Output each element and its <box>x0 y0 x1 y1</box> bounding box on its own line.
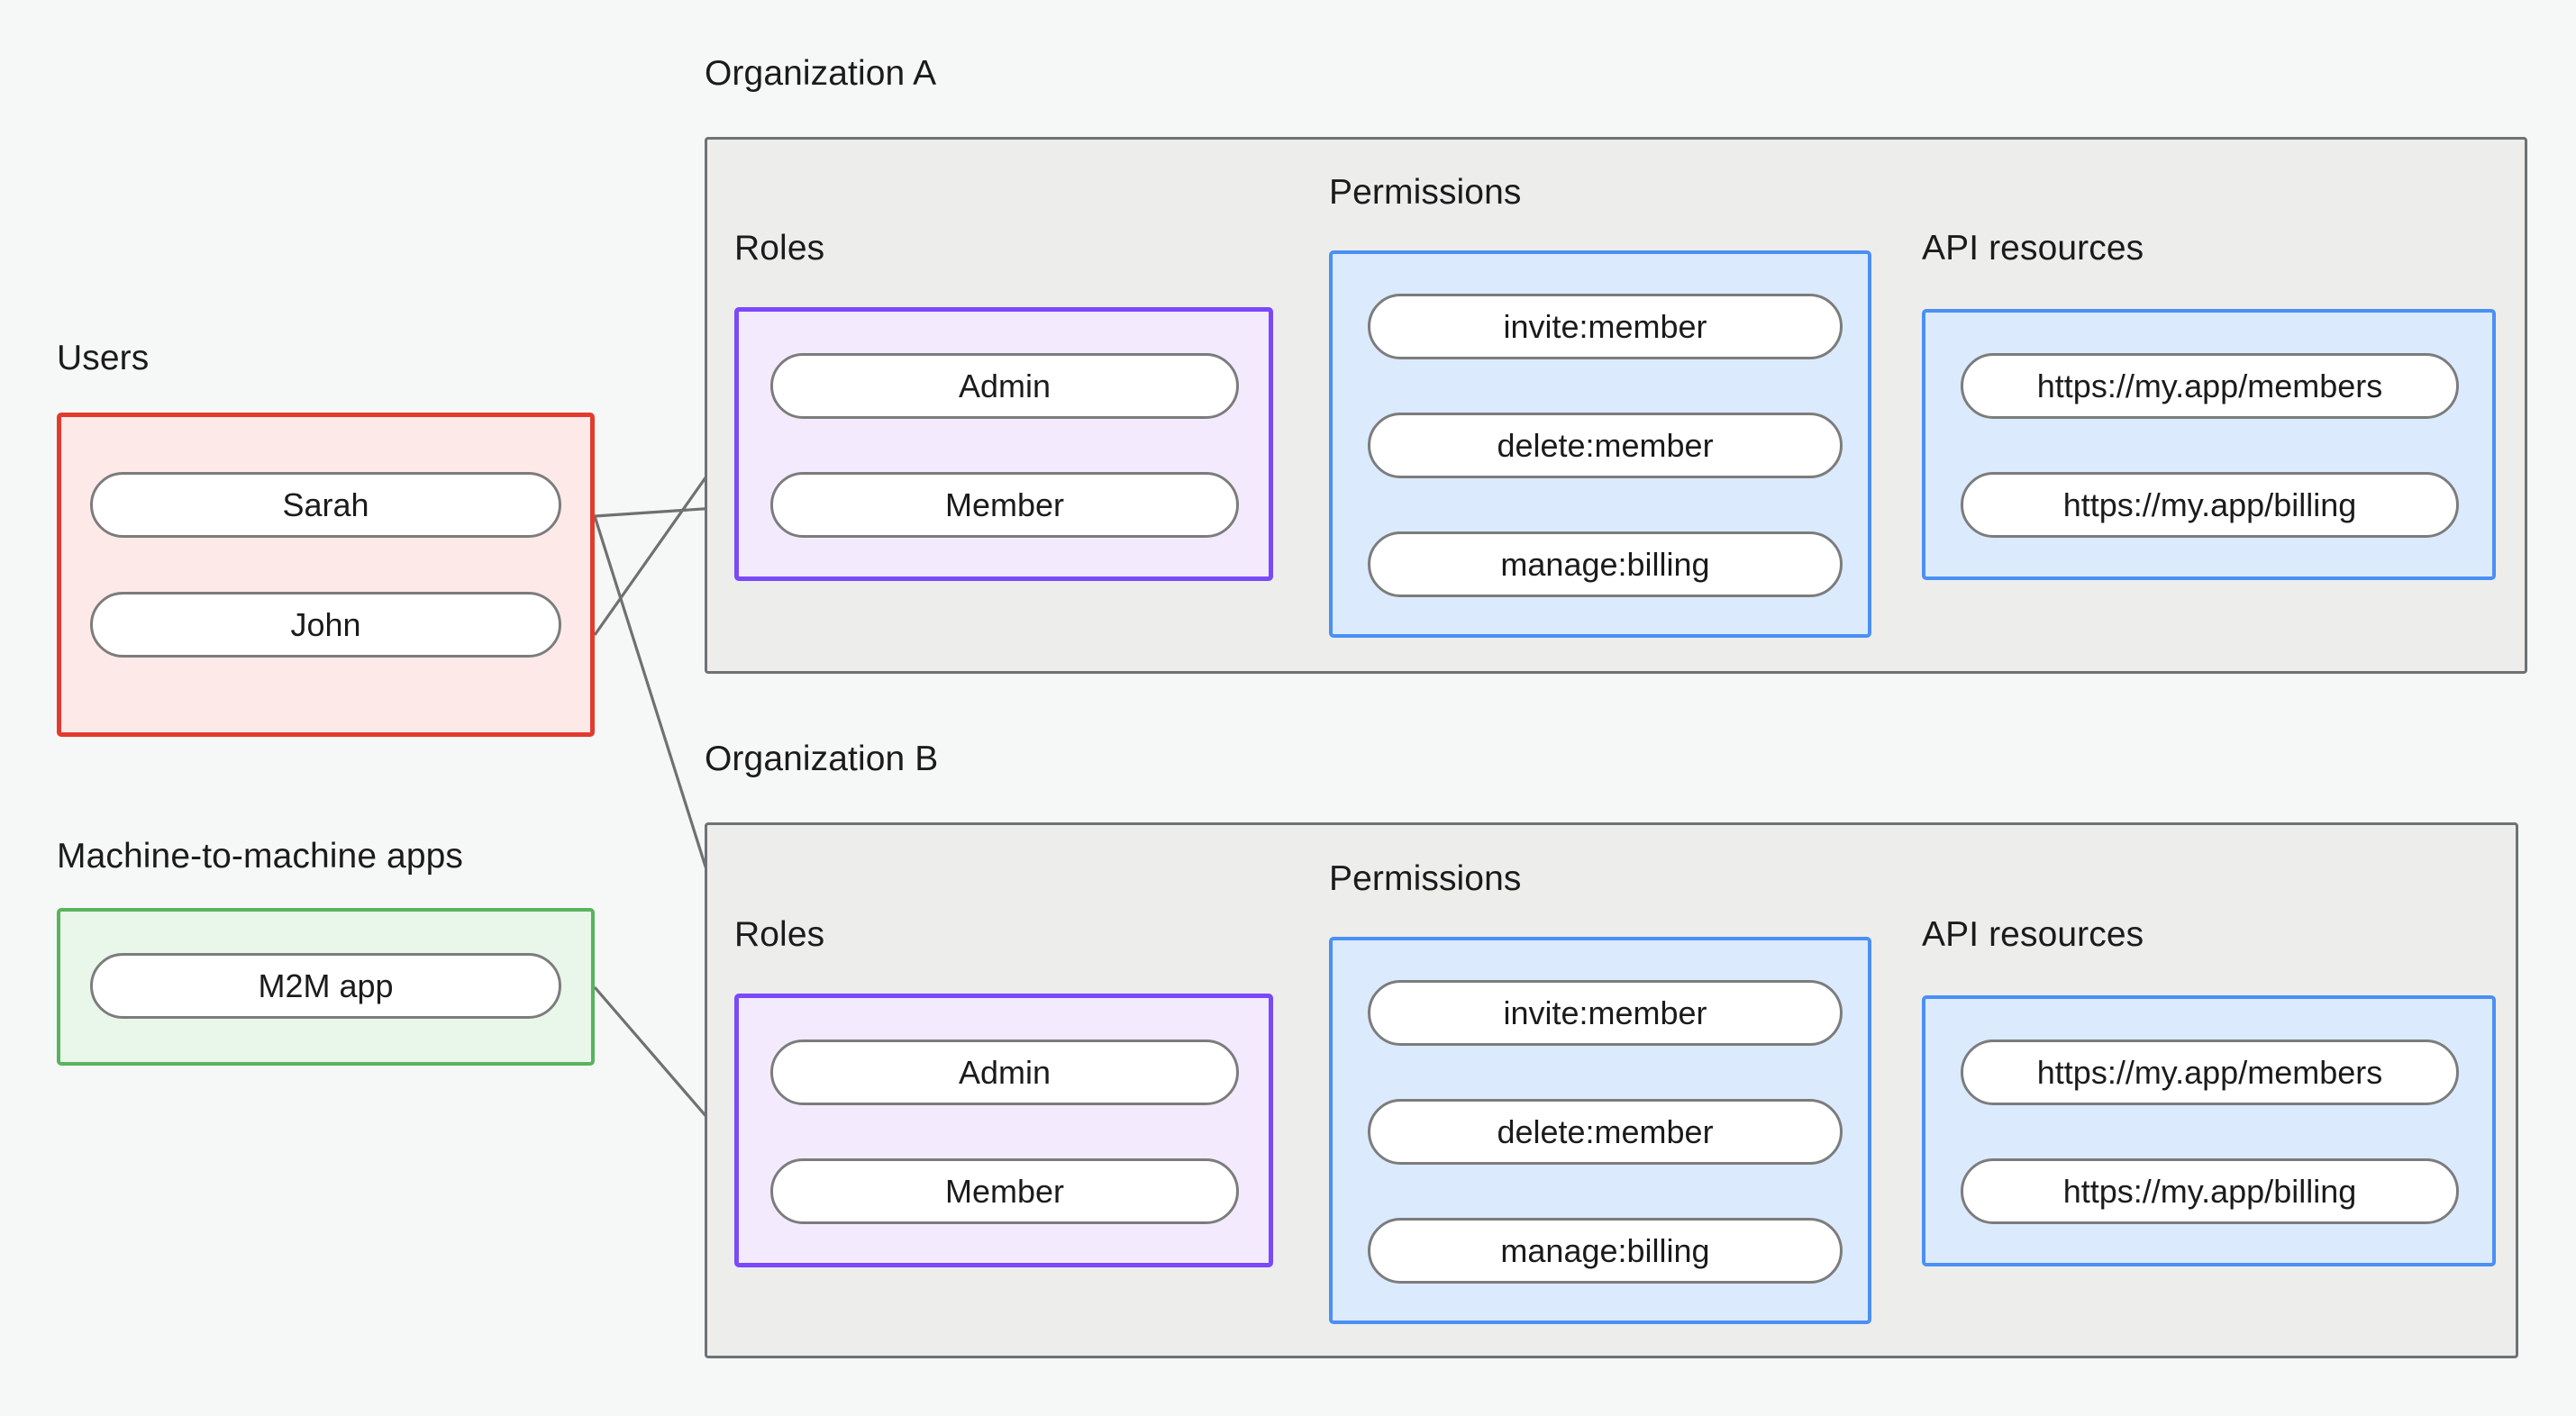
user-label: John <box>290 605 361 643</box>
api-resource-label: https://my.app/billing <box>2062 486 2357 523</box>
api-resource-label: https://my.app/members <box>2036 1053 2383 1091</box>
caption-organization-a: Organization A <box>705 54 937 93</box>
role-label: Member <box>944 486 1065 523</box>
caption-permissions-org-a: Permissions <box>1329 173 1522 212</box>
permission-label: manage:billing <box>1500 1231 1710 1269</box>
permission-label: delete:member <box>1497 1112 1714 1150</box>
permission-label: delete:member <box>1497 426 1714 464</box>
permission-label: manage:billing <box>1500 545 1710 583</box>
role-node-member-org-a[interactable]: Member <box>770 472 1239 538</box>
permission-node-invite-member-org-b[interactable]: invite:member <box>1368 980 1843 1046</box>
caption-api-resources-org-a: API resources <box>1922 229 2144 268</box>
caption-users: Users <box>57 339 150 377</box>
caption-roles-org-a: Roles <box>734 229 825 268</box>
user-node-john[interactable]: John <box>90 592 561 658</box>
api-resource-node-billing-org-a[interactable]: https://my.app/billing <box>1961 472 2459 538</box>
role-label: Member <box>944 1172 1065 1210</box>
role-label: Admin <box>958 367 1051 404</box>
permission-node-manage-billing-org-a[interactable]: manage:billing <box>1368 531 1843 597</box>
api-resources-group-org-a <box>1922 309 2496 580</box>
permission-label: invite:member <box>1503 307 1707 345</box>
roles-group-org-a <box>734 307 1273 581</box>
api-resource-node-members-org-a[interactable]: https://my.app/members <box>1961 353 2459 419</box>
caption-machine-to-machine-apps: Machine-to-machine apps <box>57 837 464 876</box>
api-resource-label: https://my.app/billing <box>2062 1172 2357 1210</box>
api-resources-group-org-b <box>1922 995 2496 1266</box>
api-resource-node-billing-org-b[interactable]: https://my.app/billing <box>1961 1158 2459 1224</box>
permission-node-manage-billing-org-b[interactable]: manage:billing <box>1368 1218 1843 1284</box>
api-resource-node-members-org-b[interactable]: https://my.app/members <box>1961 1039 2459 1105</box>
role-node-member-org-b[interactable]: Member <box>770 1158 1239 1224</box>
user-node-sarah[interactable]: Sarah <box>90 472 561 538</box>
role-label: Admin <box>958 1053 1051 1091</box>
role-node-admin-org-a[interactable]: Admin <box>770 353 1239 419</box>
caption-organization-b: Organization B <box>705 740 939 778</box>
permission-node-delete-member-org-a[interactable]: delete:member <box>1368 413 1843 478</box>
roles-group-org-b <box>734 994 1273 1267</box>
role-node-admin-org-b[interactable]: Admin <box>770 1039 1239 1105</box>
caption-roles-org-b: Roles <box>734 915 825 954</box>
m2m-app-label: M2M app <box>258 967 394 1004</box>
permission-node-delete-member-org-b[interactable]: delete:member <box>1368 1099 1843 1165</box>
permission-node-invite-member-org-a[interactable]: invite:member <box>1368 294 1843 359</box>
caption-permissions-org-b: Permissions <box>1329 859 1522 898</box>
user-label: Sarah <box>282 486 369 523</box>
api-resource-label: https://my.app/members <box>2036 367 2383 404</box>
m2m-app-node[interactable]: M2M app <box>90 953 561 1019</box>
permission-label: invite:member <box>1503 994 1707 1031</box>
caption-api-resources-org-b: API resources <box>1922 915 2144 954</box>
users-group <box>57 413 595 737</box>
